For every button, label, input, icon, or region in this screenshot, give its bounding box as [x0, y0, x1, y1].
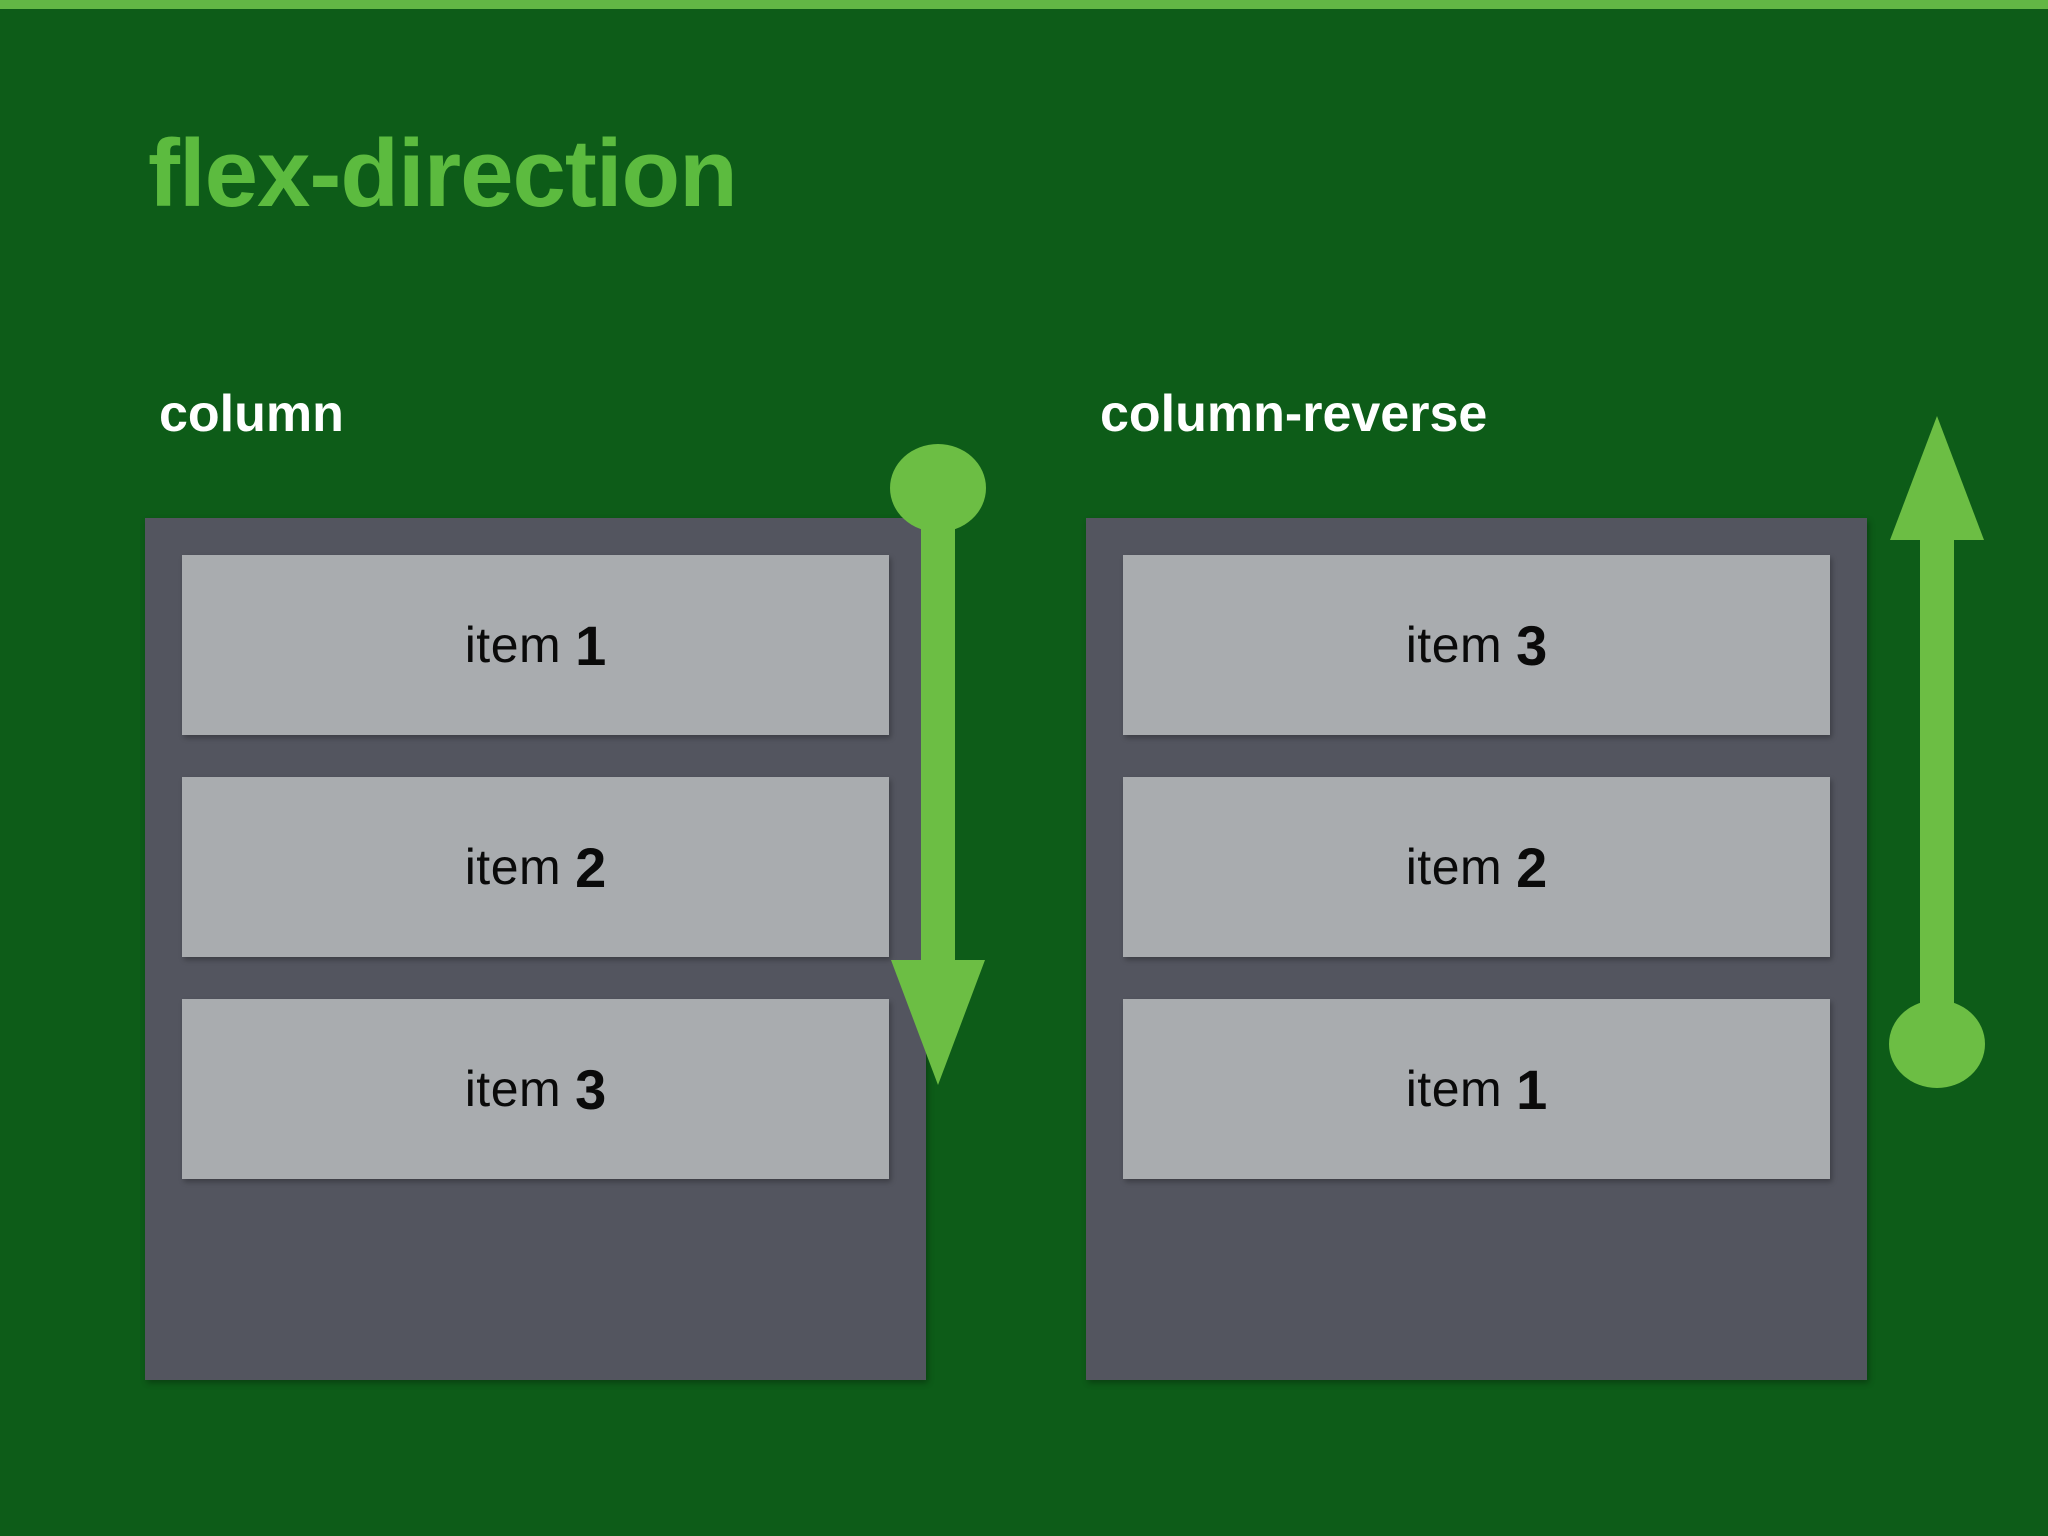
down-arrow-icon	[886, 440, 1006, 1090]
demo-label-column: column	[159, 385, 344, 443]
top-accent-bar	[0, 0, 2048, 9]
demo-label-column-reverse: column-reverse	[1100, 385, 1488, 443]
flex-item-label: item	[464, 839, 562, 895]
flex-item-number: 1	[575, 613, 607, 677]
flex-item: item 3	[182, 999, 889, 1179]
flex-item: item 3	[1123, 555, 1830, 735]
up-arrow-icon	[1880, 408, 2000, 1090]
flex-item-label: item	[1405, 1061, 1503, 1117]
flex-item: item 1	[182, 555, 889, 735]
flex-item-label: item	[1405, 617, 1503, 673]
flex-item-label: item	[1405, 839, 1503, 895]
flex-item: item 1	[1123, 999, 1830, 1179]
flex-item: item 2	[1123, 777, 1830, 957]
flex-item-number: 3	[1516, 613, 1548, 677]
flex-item-label: item	[464, 617, 562, 673]
page-title: flex-direction	[148, 120, 738, 227]
flex-item-label: item	[464, 1061, 562, 1117]
flex-item: item 2	[182, 777, 889, 957]
flex-item-number: 1	[1516, 1057, 1548, 1121]
flex-item-number: 3	[575, 1057, 607, 1121]
flex-item-number: 2	[1516, 835, 1548, 899]
flex-container-column-reverse: item 3 item 2 item 1	[1086, 518, 1867, 1380]
flex-item-number: 2	[575, 835, 607, 899]
flex-container-column: item 1 item 2 item 3	[145, 518, 926, 1380]
